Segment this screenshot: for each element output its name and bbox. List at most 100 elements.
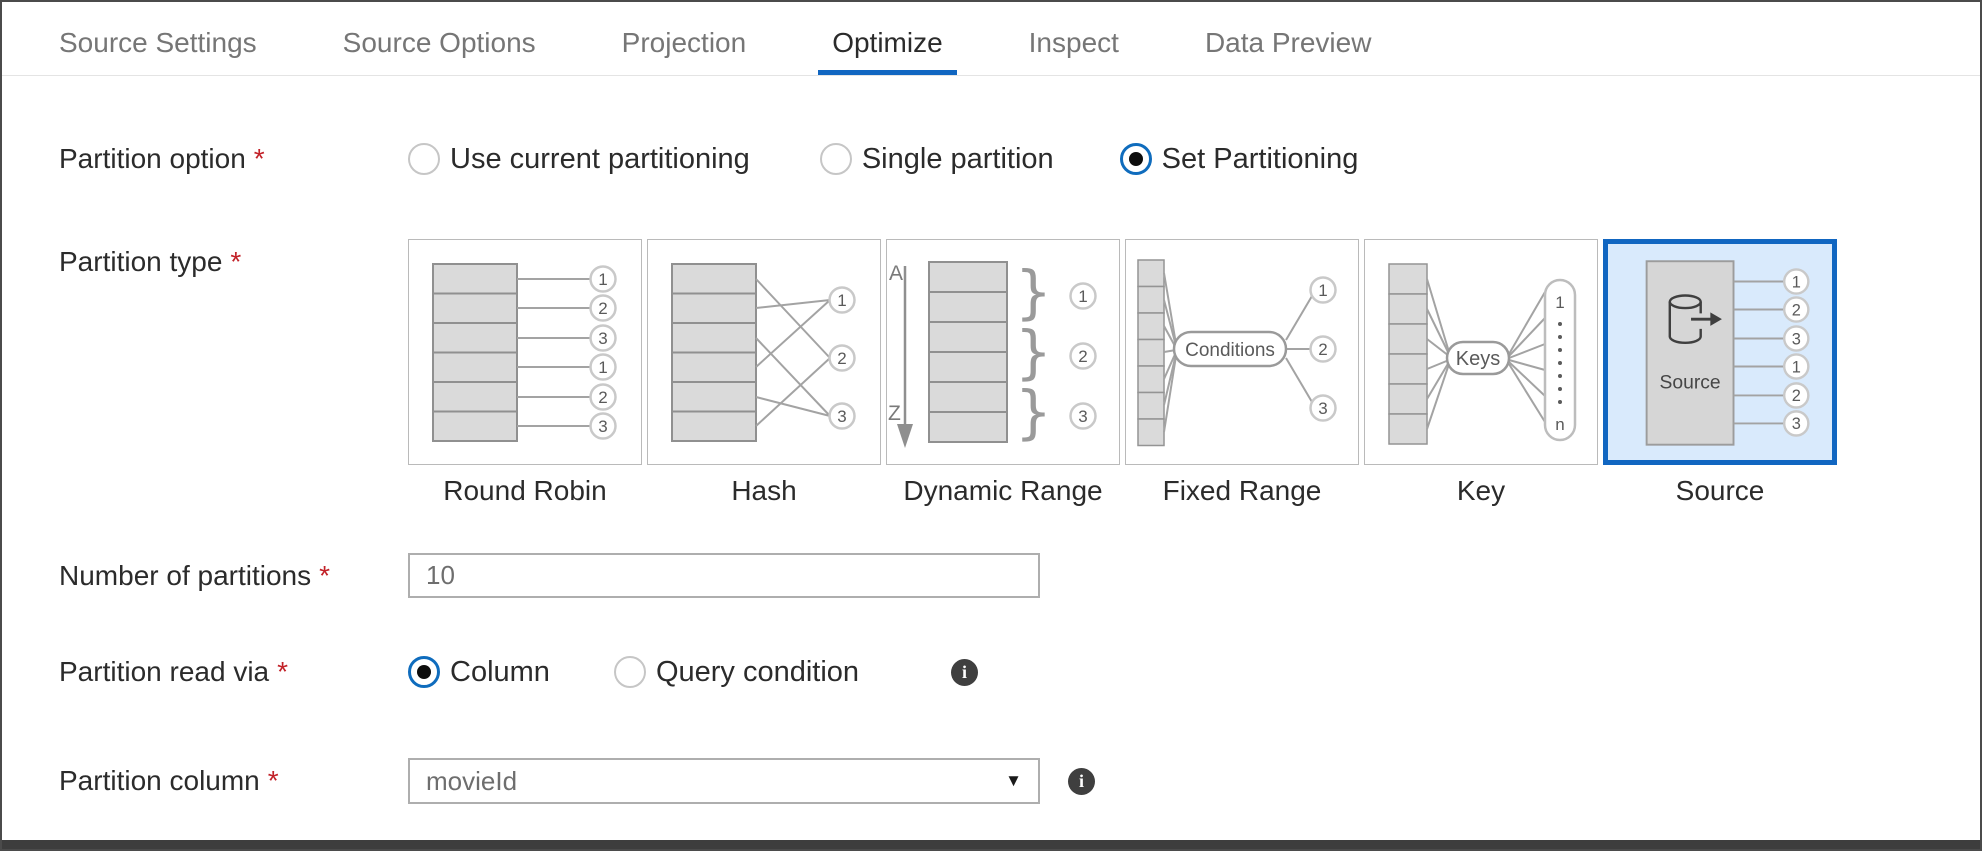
partition-column-value: movieId (426, 765, 518, 796)
info-icon[interactable]: i (1068, 767, 1095, 795)
required-asterisk: * (230, 246, 242, 277)
svg-text:1: 1 (1792, 358, 1801, 376)
radio-circle-icon (819, 143, 852, 175)
partition-read-via-radio-group: Column Query condition i (408, 655, 979, 689)
svg-text:Source: Source (1659, 373, 1720, 394)
radio-selected-icon (408, 656, 440, 688)
number-of-partitions-label: Number of partitions* (2, 560, 408, 592)
svg-text:2: 2 (598, 388, 607, 407)
tile-fixed-range[interactable]: Conditions 1 2 3 (1125, 239, 1359, 465)
svg-text:n: n (1555, 415, 1564, 434)
svg-text:2: 2 (837, 349, 846, 368)
svg-text:Conditions: Conditions (1185, 340, 1275, 361)
tile-label-row: Round Robin Hash Dynamic Range Fixed Ran… (408, 475, 1837, 507)
partition-option-row: Partition option* Use current partitioni… (2, 139, 1980, 179)
svg-text:Keys: Keys (1456, 348, 1500, 370)
svg-text:A: A (889, 262, 903, 285)
svg-text:2: 2 (1792, 301, 1801, 319)
required-asterisk: * (253, 143, 265, 174)
svg-text:Z: Z (888, 402, 901, 425)
svg-text:1: 1 (1555, 293, 1564, 312)
tab-source-options[interactable]: Source Options (342, 27, 536, 58)
svg-text:2: 2 (598, 299, 607, 318)
partition-column-label-text: Partition column (59, 765, 260, 796)
partition-type-label: Partition type* (2, 246, 408, 278)
svg-text:2: 2 (1318, 340, 1327, 359)
svg-text:1: 1 (1792, 273, 1801, 291)
partition-read-via-label: Partition read via* (2, 656, 408, 688)
info-icon[interactable]: i (951, 658, 979, 686)
number-of-partitions-label-text: Number of partitions (59, 559, 312, 591)
svg-text:2: 2 (1078, 347, 1087, 366)
radio-label: Use current partitioning (450, 142, 750, 175)
svg-text:3: 3 (837, 407, 846, 426)
svg-text:3: 3 (1792, 330, 1801, 348)
svg-text:1: 1 (598, 270, 607, 289)
tile-label-fixed-range[interactable]: Fixed Range (1162, 475, 1322, 506)
radio-selected-icon (1119, 143, 1152, 175)
svg-text:1: 1 (598, 358, 607, 377)
tile-label-hash[interactable]: Hash (731, 475, 797, 506)
svg-text:1: 1 (1318, 281, 1327, 300)
radio-label: Single partition (861, 142, 1054, 175)
svg-text:3: 3 (598, 329, 607, 348)
radio-label: Query condition (655, 655, 860, 688)
tab-optimize[interactable]: Optimize (818, 7, 957, 75)
radio-label: Set Partitioning (1161, 142, 1359, 175)
database-export-icon (1668, 294, 1713, 345)
tile-label-key[interactable]: Key (1456, 475, 1506, 506)
tile-dynamic-range[interactable]: A Z } } } 1 (886, 239, 1120, 465)
key-diagram-icon: Keys 1 n (1388, 263, 1577, 445)
required-asterisk: * (277, 656, 289, 687)
svg-text:2: 2 (1792, 387, 1801, 405)
tile-label-dynamic-range[interactable]: Dynamic Range (903, 475, 1103, 506)
round-robin-diagram-icon: 1 2 3 1 2 3 (432, 263, 617, 442)
required-asterisk: * (267, 765, 279, 796)
radio-column[interactable]: Column (408, 656, 550, 689)
svg-text:}: } (1015, 378, 1052, 446)
tile-source[interactable]: Source 1 2 3 1 2 3 (1603, 239, 1837, 465)
svg-text:}: } (1015, 258, 1052, 326)
svg-text:1: 1 (837, 291, 846, 310)
source-diagram-icon: Source 1 2 3 1 2 3 (1645, 260, 1810, 446)
tile-label-round-robin[interactable]: Round Robin (443, 475, 607, 506)
svg-text:3: 3 (1318, 399, 1327, 418)
radio-query-condition[interactable]: Query condition (613, 655, 860, 689)
tab-inspect[interactable]: Inspect (1028, 27, 1119, 58)
tab-projection[interactable]: Projection (621, 27, 747, 58)
hash-diagram-icon: 1 2 3 (671, 263, 856, 442)
svg-text:1: 1 (1078, 287, 1087, 306)
partition-type-tiles: 1 2 3 1 2 3 (408, 239, 1837, 465)
chevron-down-icon: ▼ (1005, 771, 1022, 790)
svg-text:}: } (1015, 318, 1052, 386)
partition-type-label-text: Partition type (59, 246, 223, 277)
partition-option-radio-group: Use current partitioning Single partitio… (408, 143, 1358, 176)
number-of-partitions-row: Number of partitions* (2, 553, 1980, 598)
partition-type-row: Partition type* (2, 239, 1980, 507)
radio-use-current-partitioning[interactable]: Use current partitioning (408, 143, 750, 176)
dynamic-range-diagram-icon: A Z } } } 1 (888, 258, 1097, 448)
svg-text:3: 3 (598, 417, 607, 436)
partition-option-label-text: Partition option (59, 143, 246, 174)
radio-single-partition[interactable]: Single partition (819, 142, 1054, 176)
svg-text:3: 3 (1078, 407, 1087, 426)
tile-hash[interactable]: 1 2 3 (647, 239, 881, 465)
partition-column-row: Partition column* movieId ▼ i (2, 758, 1980, 804)
partition-column-dropdown[interactable]: movieId ▼ (408, 758, 1040, 804)
radio-set-partitioning[interactable]: Set Partitioning (1119, 142, 1359, 176)
radio-label: Column (450, 655, 550, 688)
partition-read-via-label-text: Partition read via (59, 656, 270, 687)
tile-round-robin[interactable]: 1 2 3 1 2 3 (408, 239, 642, 465)
partition-option-label: Partition option* (2, 143, 408, 175)
tab-source-settings[interactable]: Source Settings (59, 27, 257, 58)
tile-key[interactable]: Keys 1 n (1364, 239, 1598, 465)
window-bottom-edge (2, 840, 1980, 849)
tile-label-source[interactable]: Source (1675, 475, 1765, 506)
svg-text:3: 3 (1792, 415, 1801, 433)
radio-circle-icon (408, 143, 440, 175)
number-of-partitions-input[interactable] (408, 553, 1040, 598)
fixed-range-diagram-icon: Conditions 1 2 3 (1137, 259, 1337, 447)
tab-data-preview[interactable]: Data Preview (1204, 27, 1372, 58)
radio-circle-icon (613, 656, 646, 688)
